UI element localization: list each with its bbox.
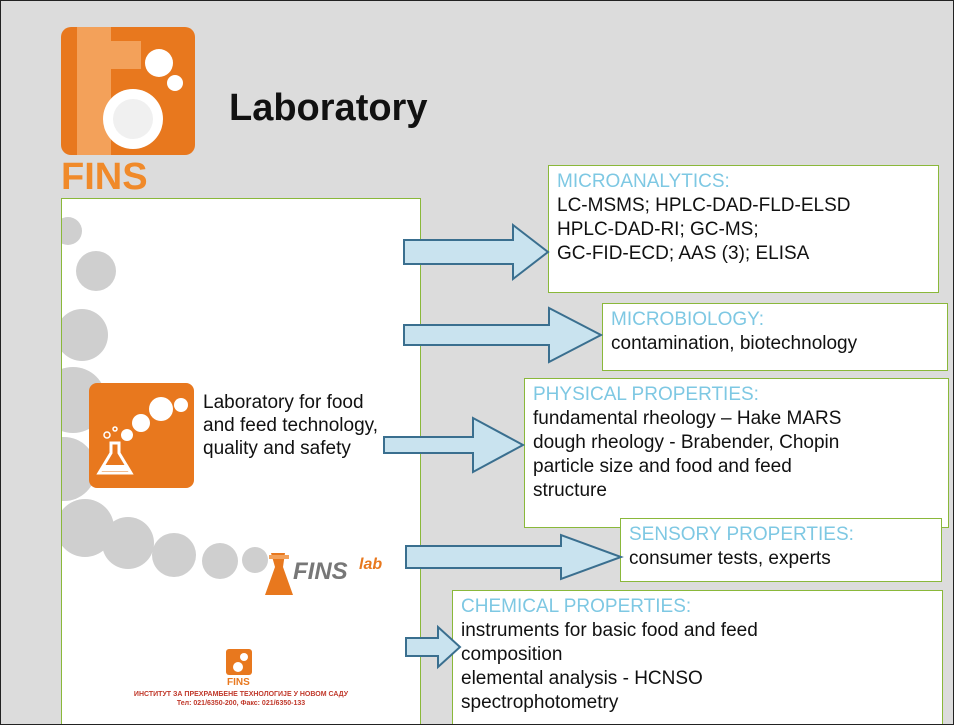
box-line: elemental analysis - HCNSO: [461, 668, 703, 689]
box-line: composition: [461, 644, 563, 665]
box-line: fundamental rheology – Hake MARS: [533, 408, 842, 429]
box-sensory-properties: SENSORY PROPERTIES: consumer tests, expe…: [620, 518, 942, 582]
institute-footer: ИНСТИТУТ ЗА ПРЕХРАМБЕНЕ ТЕХНОЛОГИЈЕ У НО…: [63, 690, 419, 708]
institute-contacts: Тел: 021/6350-200, Факс: 021/6350-133: [176, 700, 306, 707]
fins-small-logo: FINS: [226, 649, 252, 687]
box-heading: CHEMICAL PROPERTIES:: [461, 596, 692, 617]
box-line: particle size and food and feed: [533, 456, 792, 477]
institute-name: ИНСТИТУТ ЗА ПРЕХРАМБЕНЕ ТЕХНОЛОГИЈЕ У НО…: [133, 691, 349, 698]
box-line: spectrophotometry: [461, 692, 619, 713]
box-line: contamination, biotechnology: [611, 333, 858, 354]
decor-circle: [76, 251, 116, 291]
arrow-right-icon: [403, 306, 604, 364]
box-heading: PHYSICAL PROPERTIES:: [533, 384, 759, 405]
svg-text:FINS: FINS: [227, 677, 250, 687]
page-title: Laboratory: [229, 87, 428, 129]
lab-name: Laboratory for food and feed technology,…: [203, 392, 379, 459]
decor-circle: [152, 533, 196, 577]
box-line: instruments for basic food and feed: [461, 620, 758, 641]
box-microbiology: MICROBIOLOGY: contamination, biotechnolo…: [602, 303, 948, 371]
decor-circle: [202, 543, 238, 579]
decor-circle: [62, 309, 108, 361]
box-heading: MICROBIOLOGY:: [611, 309, 765, 330]
box-line: structure: [533, 480, 607, 501]
decor-circle: [62, 217, 82, 245]
svg-text:lab: lab: [359, 556, 382, 573]
box-line: dough rheology - Brabender, Chopin: [533, 432, 840, 453]
box-line: HPLC-DAD-RI; GC-MS;: [557, 219, 759, 240]
decor-circle: [102, 517, 154, 569]
arrow-right-icon: [403, 222, 550, 282]
box-physical-properties: PHYSICAL PROPERTIES: fundamental rheolog…: [524, 378, 949, 528]
box-heading: SENSORY PROPERTIES:: [629, 524, 854, 545]
box-heading: MICROANALYTICS:: [557, 171, 730, 192]
box-line: GC-FID-ECD; AAS (3); ELISA: [557, 243, 810, 264]
box-line: LC-MSMS; HPLC-DAD-FLD-ELSD: [557, 195, 851, 216]
box-microanalytics: MICROANALYTICS: LC-MSMS; HPLC-DAD-FLD-EL…: [548, 165, 939, 293]
fins-logo: FINS: [61, 27, 195, 193]
decor-circle: [242, 547, 268, 573]
box-line: consumer tests, experts: [629, 548, 831, 569]
svg-text:FINS: FINS: [61, 156, 148, 193]
finslab-logo: FINS lab: [265, 553, 382, 595]
box-chemical-properties: CHEMICAL PROPERTIES: instruments for bas…: [452, 590, 943, 724]
arrow-right-icon: [405, 533, 624, 581]
svg-text:FINS: FINS: [293, 558, 348, 585]
flask-icon: [89, 383, 194, 488]
